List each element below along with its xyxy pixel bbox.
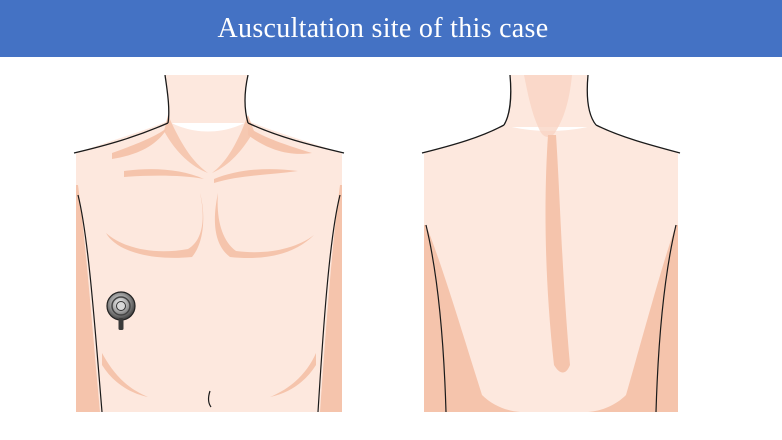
front-neck <box>165 75 248 123</box>
front-shoulder-outline-left <box>73 122 169 154</box>
page-title: Auscultation site of this case <box>217 12 549 44</box>
front-waist-shadow-right <box>270 353 316 397</box>
front-shoulder-shadow-right <box>248 127 312 154</box>
front-clavicle-shadow-right <box>214 169 298 183</box>
front-pectoral-shadow-left <box>106 193 204 258</box>
front-shoulder-shadow-left <box>112 127 168 159</box>
back-shoulder-outline-left <box>421 124 505 154</box>
back-side-shadow-right <box>588 225 678 412</box>
front-clavicle-shadow-left <box>124 169 204 179</box>
front-neck-outline-right <box>244 75 249 124</box>
front-torso-svg <box>73 75 345 413</box>
front-neck-outline-left <box>164 75 170 124</box>
front-navel <box>208 390 212 408</box>
back-torso-illustration <box>420 75 682 420</box>
front-pectoral-shadow-right <box>214 193 314 259</box>
back-shoulder-outline-right <box>595 124 681 154</box>
back-torso-svg <box>421 75 681 413</box>
back-neck-outline-right <box>586 75 597 126</box>
front-shoulder-outline-right <box>247 122 345 154</box>
back-neck-outline-left <box>503 75 512 126</box>
front-torso-skin <box>76 121 342 412</box>
title-bar: Auscultation site of this case <box>0 0 782 57</box>
back-side-outline-left <box>425 224 447 413</box>
stethoscope-chestpiece-icon <box>106 291 136 330</box>
back-spine-shadow <box>545 135 570 373</box>
back-side-shadow-left <box>424 225 520 412</box>
front-armpit-outline-left <box>77 194 103 413</box>
front-armpit-outline-right <box>317 194 341 413</box>
front-side-shadow-right <box>320 185 342 412</box>
front-waist-shadow-left <box>102 353 148 397</box>
back-side-outline-right <box>655 224 677 413</box>
front-side-shadow-left <box>76 185 100 412</box>
front-neck-shadow-right <box>212 115 254 173</box>
back-neck-shadow <box>524 75 572 137</box>
front-torso-illustration <box>72 75 347 420</box>
